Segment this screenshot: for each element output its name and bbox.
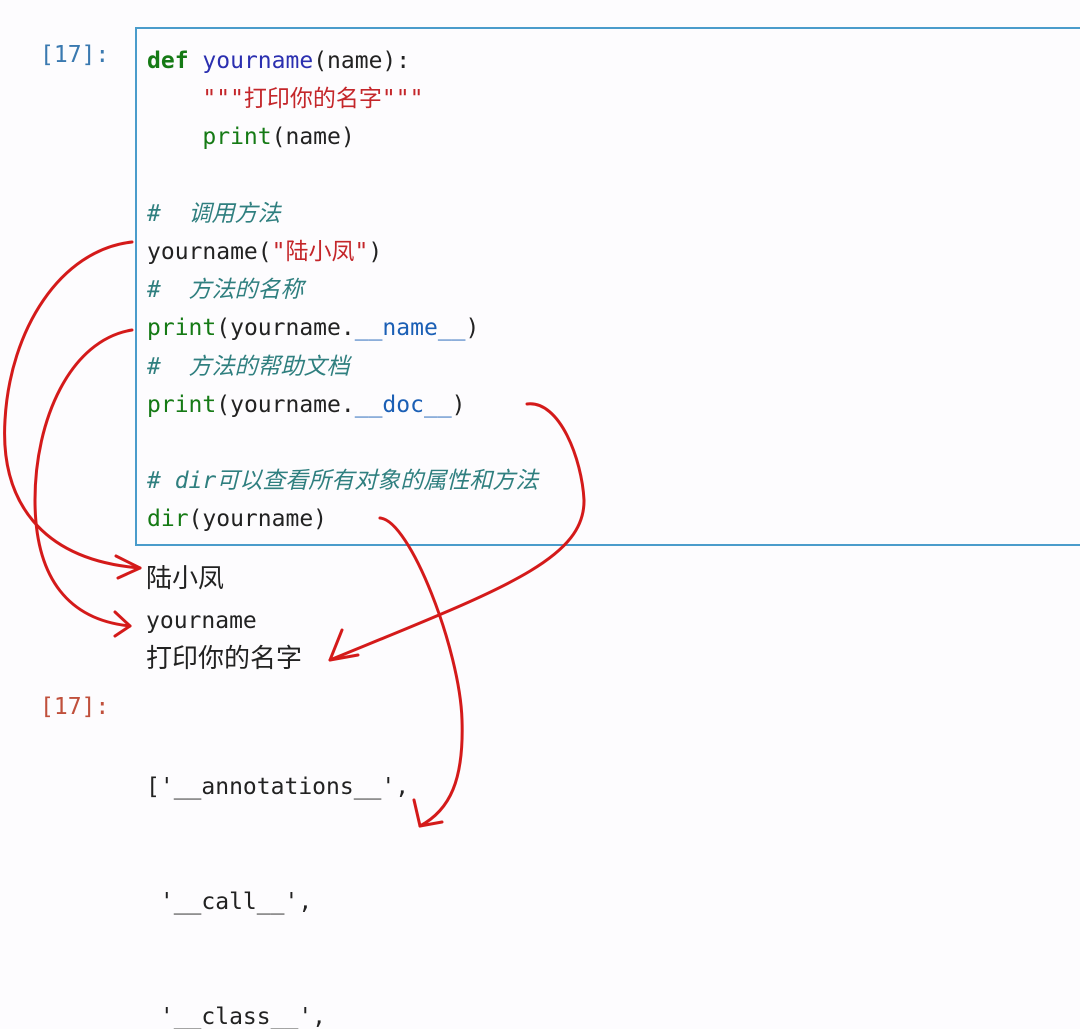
code-token: yourname <box>202 48 314 74</box>
code-token: def <box>147 48 189 74</box>
code-cell[interactable]: def yourname(name): """打印你的名字""" print(n… <box>135 27 1080 546</box>
result-line: ['__annotations__', <box>146 774 410 801</box>
code-line: print(yourname.__name__) <box>147 309 538 347</box>
result-output: ['__annotations__', '__call__', '__class… <box>146 692 409 1029</box>
code-token: ) <box>451 391 466 418</box>
stdout-output: 陆小凤 yourname 打印你的名字 <box>146 560 302 678</box>
result-line: '__class__', <box>146 1003 327 1029</box>
code-token <box>147 124 202 150</box>
code-token: # 方法的帮助文档 <box>147 353 350 380</box>
code-token <box>147 86 202 112</box>
code-line: def yourname(name): <box>147 42 538 80</box>
code-line: print(yourname.__doc__) <box>147 386 538 424</box>
code-token: (name) <box>271 124 355 151</box>
code-token: print <box>202 124 272 151</box>
code-line: # dir可以查看所有对象的属性和方法 <box>147 462 538 500</box>
code-token: dir <box>147 506 189 533</box>
code-token: __name__ <box>354 315 466 342</box>
code-token: "陆小凤" <box>271 238 369 265</box>
code-line: print(name) <box>147 118 538 156</box>
code-token: print <box>147 391 217 418</box>
code-line: # 方法的名称 <box>147 271 538 309</box>
output-prompt: [17]: <box>40 694 110 720</box>
code-token: print <box>147 315 217 342</box>
code-token: # 调用方法 <box>147 200 281 227</box>
code-line <box>147 424 538 462</box>
arrow-call-to-output <box>3 240 142 570</box>
input-prompt: [17]: <box>40 42 110 68</box>
code-token: # dir可以查看所有对象的属性和方法 <box>147 468 539 495</box>
code-line <box>147 157 538 195</box>
code-token <box>189 48 203 74</box>
code-line: # 方法的帮助文档 <box>147 348 538 386</box>
code-token: ) <box>465 315 480 342</box>
result-line: '__call__', <box>146 889 313 915</box>
stdout-line-2: yourname <box>146 608 257 634</box>
stdout-line-3: 打印你的名字 <box>146 644 303 674</box>
code-line: """打印你的名字""" <box>147 80 538 118</box>
code-line: dir(yourname) <box>147 500 538 538</box>
code-line: yourname("陆小凤") <box>147 233 538 271</box>
code-token: (name): <box>313 48 411 74</box>
stdout-line-1: 陆小凤 <box>146 564 225 594</box>
code-line: # 调用方法 <box>147 195 538 233</box>
code-token: __doc__ <box>354 391 452 418</box>
code-token: yourname( <box>147 238 272 265</box>
arrow-name-to-output <box>33 328 134 628</box>
code-editor[interactable]: def yourname(name): """打印你的名字""" print(n… <box>147 42 538 538</box>
code-token: ) <box>368 238 383 265</box>
code-token: (yourname) <box>188 506 328 533</box>
code-token: """打印你的名字""" <box>202 86 424 113</box>
code-token: # 方法的名称 <box>147 277 304 304</box>
code-token: (yourname. <box>216 315 355 342</box>
code-token: (yourname. <box>216 391 355 418</box>
